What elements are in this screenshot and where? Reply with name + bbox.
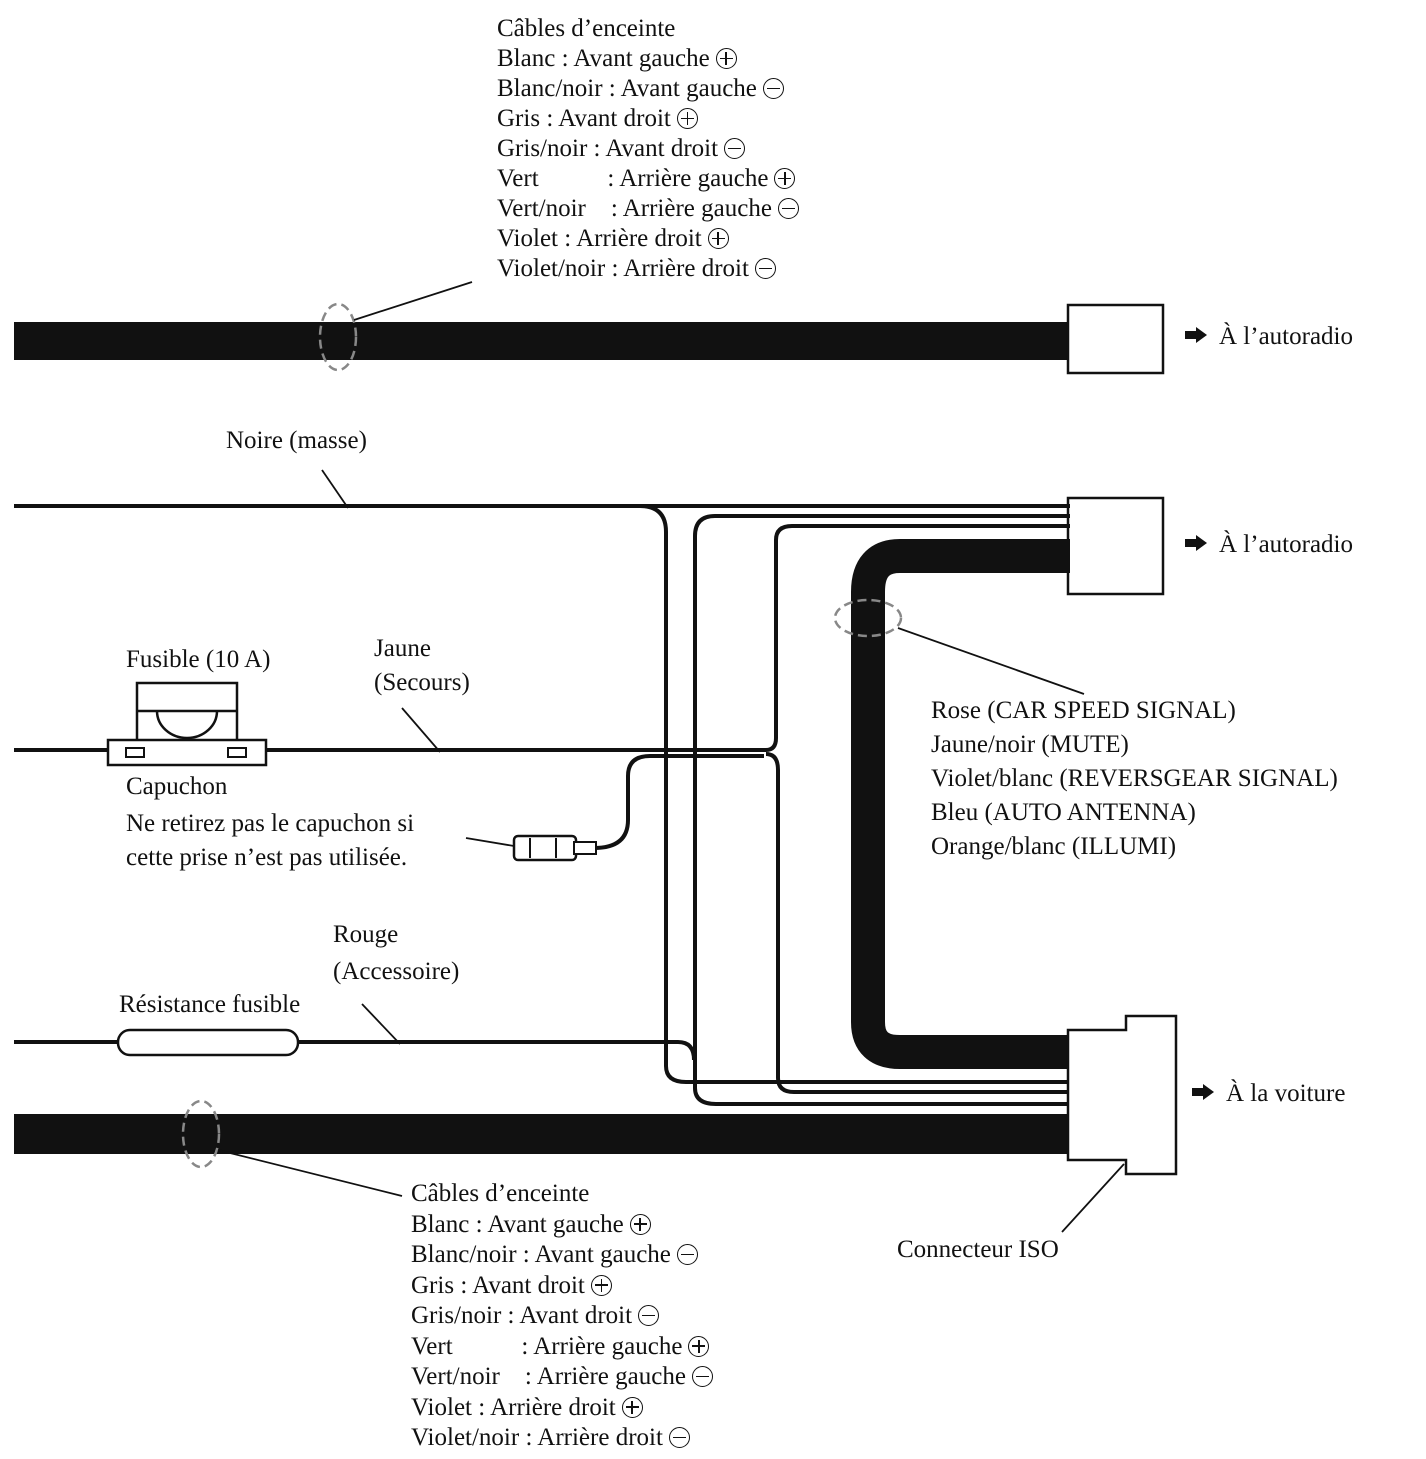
top-speaker-bundle	[14, 322, 1068, 360]
signal-bundle-callout-ring	[833, 598, 903, 638]
backup-wire-label-line1: Jaune	[374, 635, 431, 662]
destination-radio-2: À l’autoradio	[1185, 530, 1353, 560]
right-arrow-icon	[1192, 1084, 1214, 1100]
circled-minus-icon	[638, 1305, 660, 1326]
bottom-speaker-row: Violet/noir : Arrière droit	[411, 1423, 713, 1454]
circled-plus-icon	[621, 1396, 643, 1418]
circled-plus-icon	[707, 228, 729, 249]
fuse-cap-note-line1: Ne retirez pas le capuchon si	[126, 810, 415, 837]
bottom-speaker-title: Câbles d’enceinte	[411, 1180, 590, 1207]
bottom-speaker-row: Blanc/noir : Avant gauche	[411, 1240, 713, 1271]
top-speaker-row: Violet : Arrière droit	[497, 224, 799, 254]
circled-minus-icon	[668, 1427, 690, 1448]
backup-wire-down	[765, 752, 1070, 1094]
destination-vehicle: À la voiture	[1192, 1079, 1345, 1109]
circled-minus-icon	[724, 138, 746, 159]
circled-minus-icon	[676, 1244, 698, 1265]
top-speaker-legend: Câbles d’enceinte Blanc : Avant gauche B…	[497, 14, 799, 284]
plug-body	[512, 834, 578, 862]
bottom-speaker-legend: Câbles d’enceinte Blanc : Avant gauche B…	[411, 1179, 713, 1454]
fuse-cap-label: Capuchon	[126, 773, 228, 800]
circled-plus-icon	[676, 108, 698, 129]
right-arrow-icon	[1185, 535, 1207, 551]
signal-wires-legend: Rose (CAR SPEED SIGNAL) Jaune/noir (MUTE…	[931, 694, 1338, 864]
circled-minus-icon	[754, 258, 776, 279]
destination-radio-1: À l’autoradio	[1185, 322, 1353, 352]
signal-bundle	[851, 539, 1070, 1069]
right-arrow-icon	[1185, 327, 1207, 343]
fuse-element	[155, 710, 219, 740]
bottom-speaker-row: Vert : Arrière gauche	[411, 1332, 713, 1363]
plug-tip	[573, 841, 597, 855]
fuse-cap-slot-left	[125, 747, 145, 758]
circled-plus-icon	[688, 1335, 710, 1357]
plug-leader	[465, 837, 515, 847]
top-speaker-row: Violet/noir : Arrière droit	[497, 254, 799, 284]
top-speaker-row: Blanc : Avant gauche	[497, 44, 799, 74]
signal-bundle-leader	[897, 627, 1085, 695]
bottom-speaker-row: Gris/noir : Avant droit	[411, 1301, 713, 1332]
circled-plus-icon	[629, 1213, 651, 1235]
iso-leader	[1061, 1163, 1125, 1233]
backup-leader	[401, 707, 441, 753]
top-bundle-callout-ring	[318, 302, 358, 372]
ground-wire-label: Noire (masse)	[226, 427, 367, 454]
ground-leader	[321, 469, 349, 509]
signal-wire-item: Jaune/noir (MUTE)	[931, 731, 1129, 758]
circled-minus-icon	[691, 1366, 713, 1387]
signal-wire-item: Orange/blanc (ILLUMI)	[931, 833, 1177, 860]
top-speaker-row: Gris : Avant droit	[497, 104, 799, 134]
iso-connector-label: Connecteur ISO	[897, 1236, 1059, 1263]
middle-radio-connector	[1066, 496, 1165, 596]
bottom-bundle-callout-ring	[181, 1099, 221, 1169]
circled-plus-icon	[774, 168, 796, 189]
bottom-speaker-bundle	[14, 1114, 1070, 1154]
bottom-speaker-row: Vert/noir : Arrière gauche	[411, 1362, 713, 1393]
signal-wire-item: Violet/blanc (REVERSGEAR SIGNAL)	[931, 765, 1338, 792]
fusible-resistor-label: Résistance fusible	[119, 991, 301, 1018]
accessory-wire-label-line1: Rouge	[333, 921, 399, 948]
bottom-speaker-row: Gris : Avant droit	[411, 1271, 713, 1302]
fusible-resistor	[116, 1028, 300, 1057]
accessory-wire-bend	[677, 1040, 696, 1061]
top-speaker-row: Vert/noir : Arrière gauche	[497, 194, 799, 224]
iso-connector	[1066, 1014, 1178, 1176]
bottom-speaker-row: Violet : Arrière droit	[411, 1393, 713, 1424]
fuse-cap-note-line2: cette prise n’est pas utilisée.	[126, 844, 408, 871]
top-bundle-leader	[353, 281, 473, 321]
accessory-wire-label-line2: (Accessoire)	[333, 958, 460, 985]
accessory-leader	[361, 1003, 401, 1045]
harness-vertical-run-inner	[693, 514, 1070, 1106]
backup-wire-branch	[765, 524, 1070, 752]
plug-lead	[593, 754, 764, 850]
top-speaker-row: Blanc/noir : Avant gauche	[497, 74, 799, 104]
top-speaker-row: Gris/noir : Avant droit	[497, 134, 799, 164]
fuse-cap-slot-right	[227, 747, 247, 758]
signal-wire-item: Bleu (AUTO ANTENNA)	[931, 799, 1196, 826]
circled-minus-icon	[762, 78, 784, 99]
top-speaker-row: Vert : Arrière gauche	[497, 164, 799, 194]
circled-plus-icon	[590, 1274, 612, 1296]
harness-vertical-run-outer	[639, 504, 1070, 1084]
circled-plus-icon	[715, 48, 737, 69]
fuse-label: Fusible (10 A)	[126, 646, 271, 673]
top-radio-connector	[1066, 303, 1165, 375]
bottom-bundle-leader	[217, 1149, 403, 1197]
circled-minus-icon	[777, 198, 799, 219]
bottom-speaker-row: Blanc : Avant gauche	[411, 1210, 713, 1241]
top-speaker-title: Câbles d’enceinte	[497, 15, 676, 42]
signal-wire-item: Rose (CAR SPEED SIGNAL)	[931, 697, 1236, 724]
backup-wire-label-line2: (Secours)	[374, 669, 470, 696]
